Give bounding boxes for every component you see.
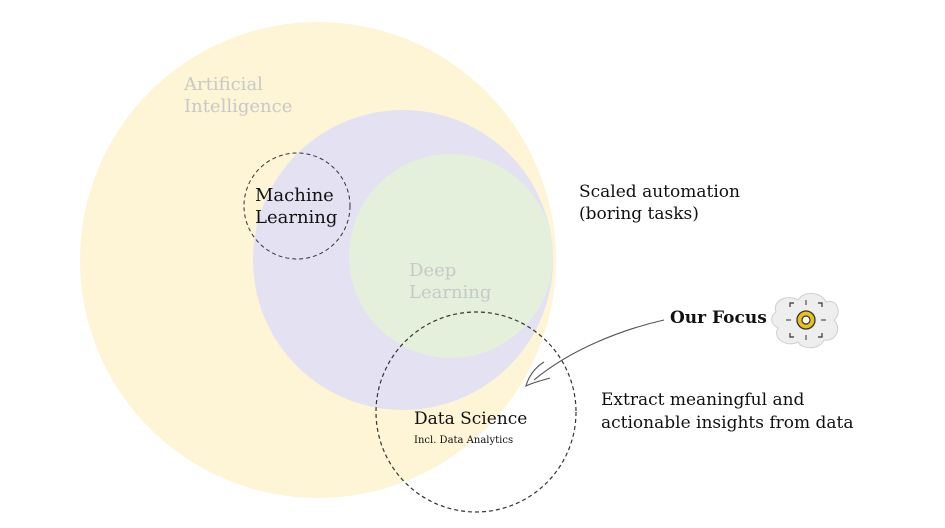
- ml-label-line1: Machine: [255, 185, 334, 206]
- insight-line2: actionable insights from data: [601, 413, 854, 433]
- focus-target-icon: [771, 293, 839, 349]
- scaled-automation-line1: Scaled automation: [579, 182, 740, 202]
- focus-label: Our Focus: [670, 308, 767, 328]
- focus-arrowhead: [525, 361, 551, 388]
- ds-label: Data Science: [414, 409, 527, 429]
- dl-label-line1: Deep: [409, 260, 456, 281]
- ds-sublabel: Incl. Data Analytics: [414, 435, 513, 446]
- focus-arrow: [533, 319, 665, 381]
- ai-label-line1: Artificial: [183, 74, 263, 95]
- ml-dashed-circle: [243, 152, 351, 260]
- ai-label-line2: Intelligence: [184, 96, 292, 117]
- insight-line1: Extract meaningful and: [601, 390, 805, 410]
- dl-circle: [349, 154, 553, 358]
- ml-label-line2: Learning: [255, 207, 337, 228]
- dl-label-line2: Learning: [409, 282, 491, 303]
- scaled-automation-line2: (boring tasks): [579, 204, 699, 224]
- ds-dashed-circle: [375, 311, 577, 513]
